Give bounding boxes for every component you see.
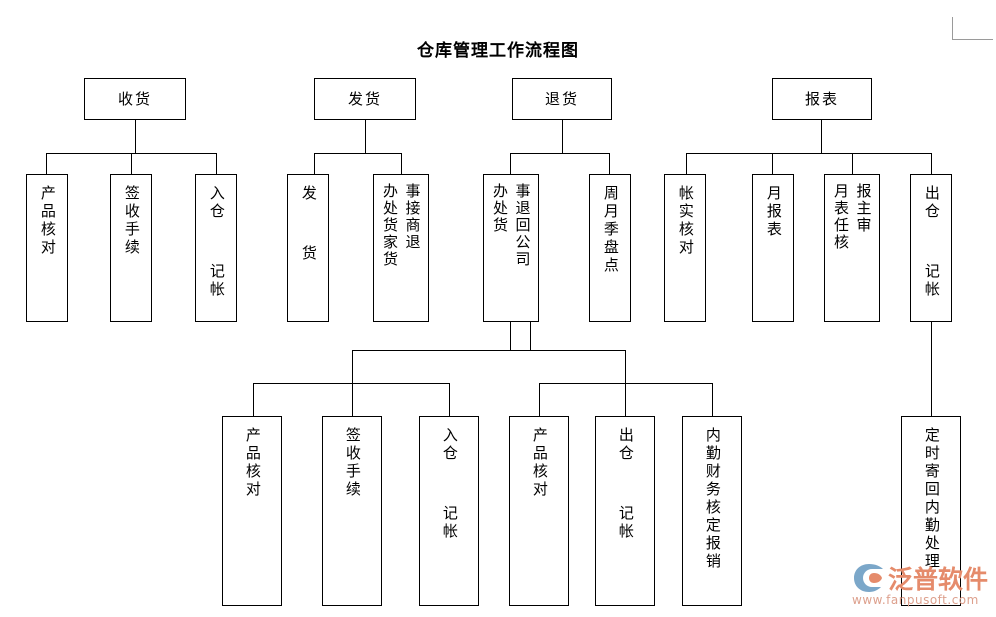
node-ship-out[interactable]: 发 货 (287, 174, 329, 322)
node-recv-sign[interactable]: 签收手续 (110, 174, 152, 322)
connector-return-company-child-1 (539, 383, 540, 416)
node-recv-in[interactable]: 入仓 记帐 (195, 174, 237, 322)
node-l3-rc-check[interactable]: 产品核对 (509, 416, 569, 606)
page-title: 仓库管理工作流程图 (417, 41, 579, 61)
node-recv-in-label: 入仓 记帐 (207, 185, 226, 299)
node-inventory-label: 周月季盘点 (601, 185, 620, 275)
node-inventory[interactable]: 周月季盘点 (589, 174, 631, 322)
node-ship-return-label-right: 事接商退 (403, 183, 422, 251)
node-ship-out-label: 发 货 (299, 185, 318, 263)
node-report-reconcile[interactable]: 帐实核对 (664, 174, 706, 322)
node-report-out[interactable]: 出仓 记帐 (910, 174, 952, 322)
node-ship-return[interactable]: 办处货家货 事接商退 (373, 174, 429, 322)
connector-reports-drop-4 (931, 153, 932, 174)
connector-shipping-drop-1 (314, 153, 315, 174)
connector-reports-drop-3 (852, 153, 853, 174)
node-report-approve[interactable]: 月表任核 报主审 (824, 174, 880, 322)
node-l3-in[interactable]: 入仓 记帐 (419, 416, 479, 606)
node-l3-sign-label: 签收手续 (343, 427, 362, 499)
node-reports-label: 报表 (804, 89, 839, 108)
connector-ship-return-child-2 (352, 383, 353, 416)
connector-return-company-elbow (510, 350, 626, 351)
connector-ship-return-child-1 (253, 383, 254, 416)
connector-shipping-bus (314, 153, 402, 154)
node-report-monthly-label: 月报表 (764, 185, 783, 239)
node-recv-check-label: 产品核对 (38, 185, 57, 257)
node-l3-rc-out-label: 出仓 记帐 (616, 427, 635, 541)
node-reports[interactable]: 报表 (772, 78, 872, 120)
node-ship-return-label-left: 办处货家货 (381, 183, 399, 268)
connector-report-out-stem (931, 322, 932, 416)
connector-ship-return-child-3 (449, 383, 450, 416)
connector-reports-drop-1 (686, 153, 687, 174)
node-l3-check-label: 产品核对 (243, 427, 262, 499)
node-l3-sign[interactable]: 签收手续 (322, 416, 382, 606)
connector-reports-stem (821, 120, 822, 153)
connector-return-company-drop (625, 350, 626, 383)
node-l3-in-label: 入仓 记帐 (440, 427, 459, 541)
node-returns-label: 退货 (544, 89, 579, 108)
connector-receiving-drop-1 (46, 153, 47, 174)
node-report-approve-label-right: 报主审 (854, 183, 873, 234)
connector-return-company-child-3 (712, 383, 713, 416)
connector-reports-drop-2 (772, 153, 773, 174)
node-recv-check[interactable]: 产品核对 (26, 174, 68, 322)
node-returns[interactable]: 退货 (512, 78, 612, 120)
node-l3-report-mail[interactable]: 定时寄回内勤处理 (901, 416, 961, 606)
connector-return-company-child-2 (625, 383, 626, 416)
node-l3-rc-finance-label: 内勤财务核定报销 (703, 427, 722, 571)
connector-receiving-drop-2 (131, 153, 132, 174)
connector-returns-drop-2 (609, 153, 610, 174)
node-receiving-label: 收货 (117, 89, 152, 108)
connector-ship-return-drop (352, 350, 353, 383)
connector-reports-bus (686, 153, 931, 154)
connector-return-company-bus (539, 383, 713, 384)
connector-ship-return-stem (530, 322, 531, 350)
connector-shipping-stem (365, 120, 366, 153)
node-shipping-label: 发货 (347, 89, 382, 108)
node-l3-report-mail-label: 定时寄回内勤处理 (922, 427, 941, 571)
node-report-monthly[interactable]: 月报表 (752, 174, 794, 322)
node-l3-rc-check-label: 产品核对 (530, 427, 549, 499)
node-return-company[interactable]: 办处货 事退回公司 (483, 174, 539, 322)
connector-return-company-stem (510, 322, 511, 350)
node-report-approve-label-left: 月表任核 (832, 183, 850, 251)
node-report-out-label: 出仓 记帐 (922, 185, 941, 299)
connector-receiving-drop-3 (216, 153, 217, 174)
node-l3-check[interactable]: 产品核对 (222, 416, 282, 606)
node-return-company-label-left: 办处货 (491, 183, 509, 234)
connector-ship-return-bus (253, 383, 450, 384)
node-receiving[interactable]: 收货 (84, 78, 186, 120)
node-recv-sign-label: 签收手续 (122, 185, 141, 257)
connector-returns-drop-1 (510, 153, 511, 174)
node-l3-rc-finance[interactable]: 内勤财务核定报销 (682, 416, 742, 606)
fanpu-logo-icon (854, 564, 883, 592)
connector-receiving-stem (135, 120, 136, 153)
connector-shipping-drop-2 (401, 153, 402, 174)
node-shipping[interactable]: 发货 (314, 78, 416, 120)
node-l3-rc-out[interactable]: 出仓 记帐 (595, 416, 655, 606)
connector-ship-return-elbow (352, 350, 531, 351)
node-report-reconcile-label: 帐实核对 (676, 185, 695, 257)
connector-returns-bus (510, 153, 610, 154)
node-return-company-label-right: 事退回公司 (513, 183, 532, 268)
connector-returns-stem (562, 120, 563, 153)
page-corner-mark (952, 17, 993, 40)
